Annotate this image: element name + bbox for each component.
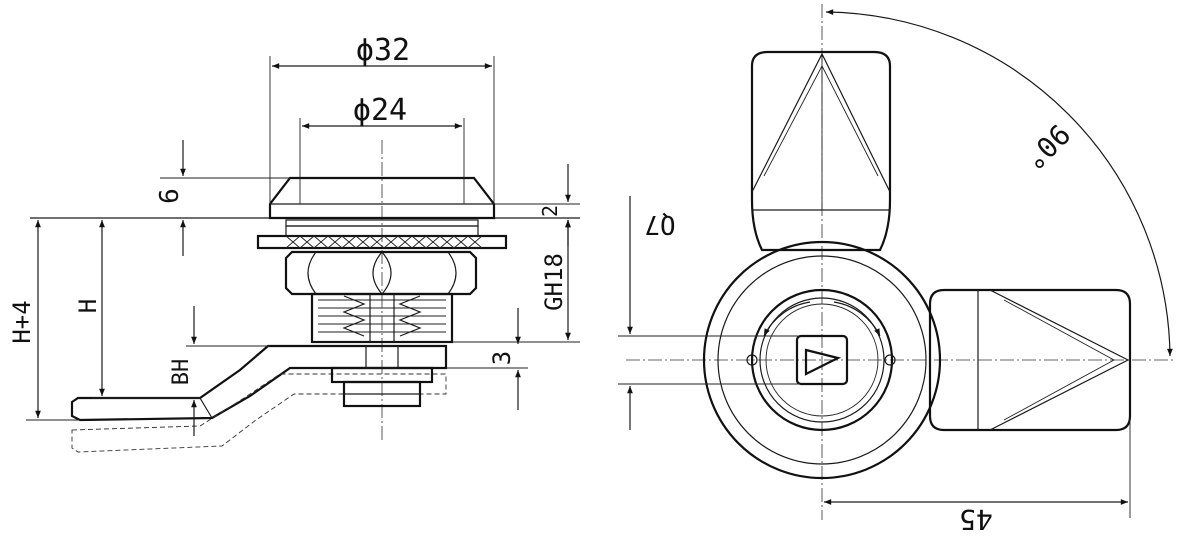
indicator-locked-dot	[746, 354, 758, 366]
dim-cam-thickness: 3	[488, 351, 516, 365]
dim-h: H	[74, 299, 102, 313]
dim-bh: BH	[169, 359, 194, 386]
front-view: Q7 90° 45	[618, 4, 1176, 536]
dim-flange-thickness: 2	[538, 205, 562, 217]
side-view: ϕ32 ϕ24 6 2 GH18 3 H+4 H	[8, 33, 580, 453]
dim-grip: GH18	[540, 253, 568, 311]
dim-head-height: 6	[155, 188, 185, 204]
dim-rotation-angle: 90°	[1017, 117, 1076, 176]
dim-flange-diameter: ϕ32	[356, 33, 410, 68]
dim-h-plus-4: H+4	[8, 300, 36, 343]
dim-handle-length: 45	[959, 503, 993, 536]
dim-key-square: Q7	[644, 209, 675, 239]
dim-boss-diameter: ϕ24	[353, 93, 407, 128]
